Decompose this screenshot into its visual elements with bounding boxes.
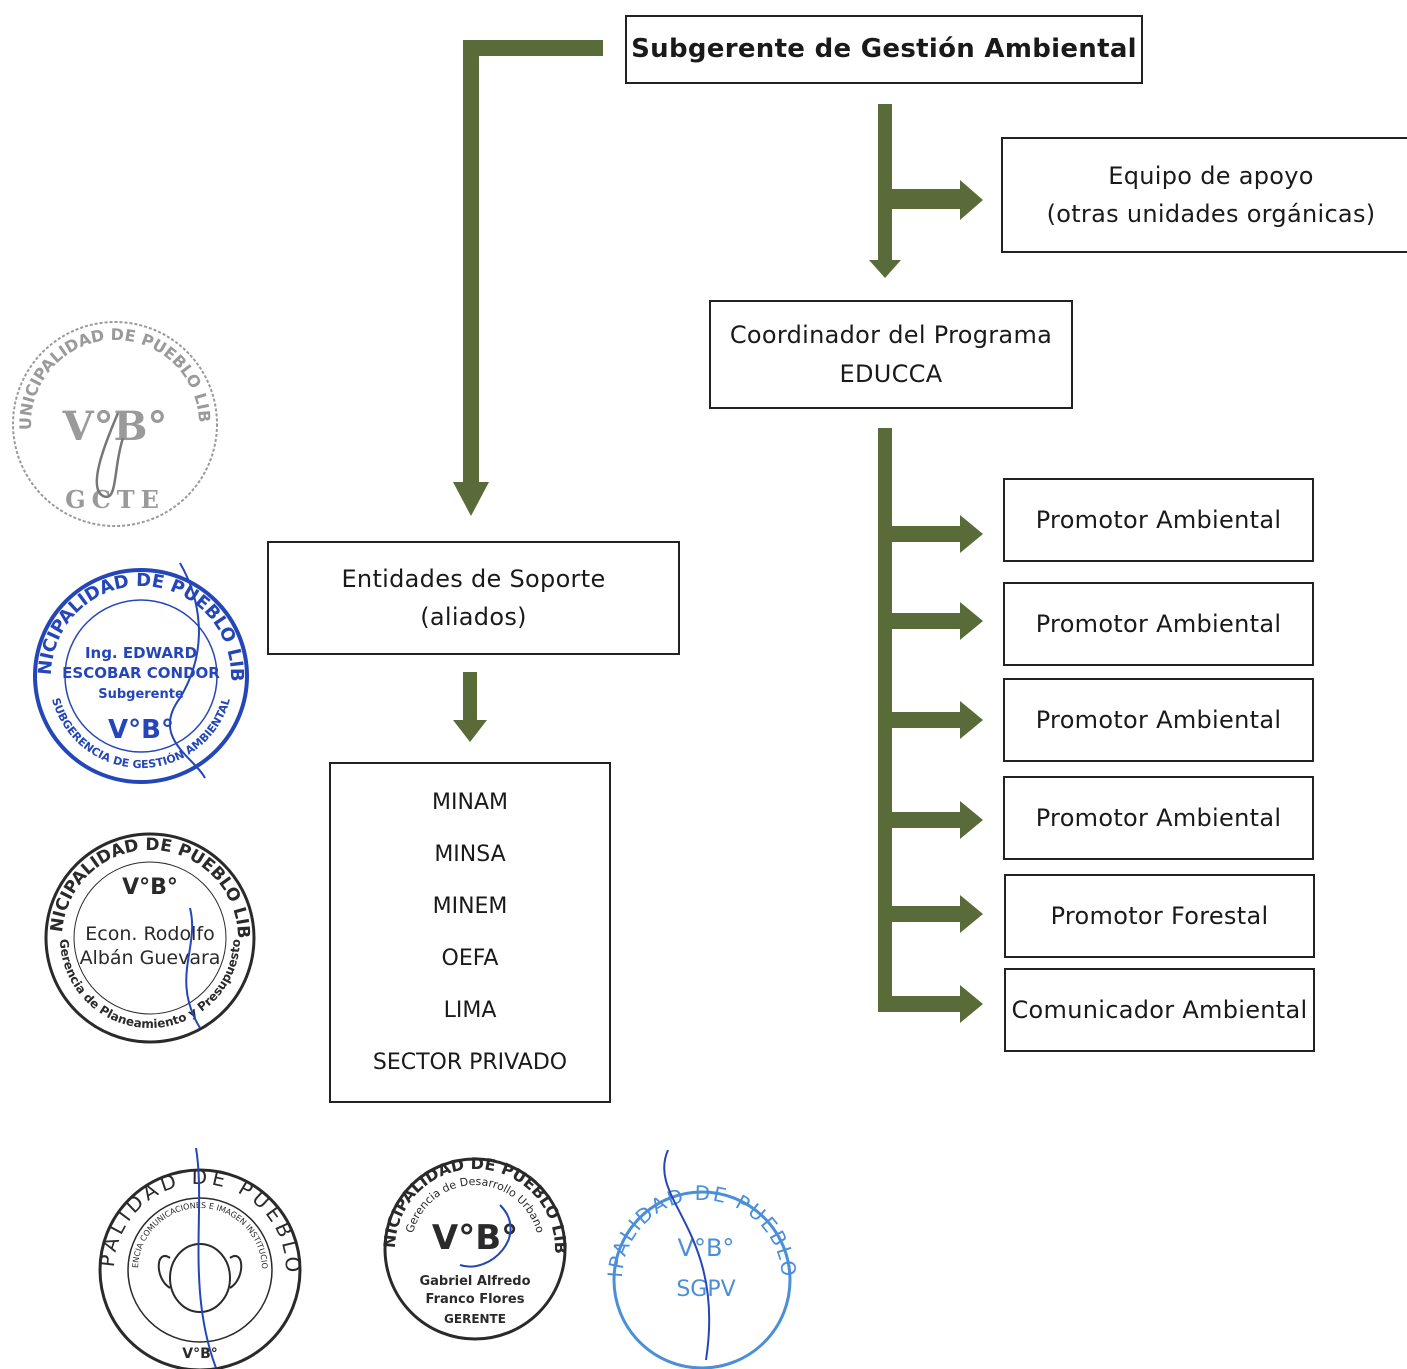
staff-node: Promotor Forestal [1004,874,1315,958]
staff-label: Promotor Ambiental [1035,609,1282,638]
support-entities-subtitle: (aliados) [420,603,527,631]
support-team-subtitle: (otras unidades orgánicas) [1046,200,1376,228]
svg-text:V°B°: V°B° [108,715,174,745]
svg-text:Econ. Rodolfo: Econ. Rodolfo [85,923,214,945]
staff-node: Promotor Ambiental [1003,678,1314,762]
approval-stamp-gcte: MUNICIPALIDAD DE PUEBLO LIBRE V°B° GCTE [8,318,218,527]
arrow-down-to-allies [453,720,487,742]
svg-text:Franco Flores: Franco Flores [426,1292,525,1307]
support-entities-node: Entidades de Soporte (aliados) [267,541,680,655]
staff-label: Promotor Forestal [1050,901,1269,930]
staff-label: Promotor Ambiental [1035,803,1282,832]
approval-stamp-gerencia-comunicaciones: MUNICIPALIDAD DE PUEBLO LIBRE GERENCIA C… [96,1148,304,1369]
ally-item: LIMA [443,998,497,1024]
support-team-node: Equipo de apoyo (otras unidades orgánica… [1001,137,1407,253]
svg-text:Subgerente: Subgerente [98,687,184,702]
staff-node: Promotor Ambiental [1003,776,1314,860]
svg-text:MUNICIPALIDAD DE PUEBLO LIBRE: MUNICIPALIDAD DE PUEBLO LIBRE [96,1148,304,1277]
arrow-down-to-coordinator [869,260,901,278]
svg-text:ESCOBAR CONDOR: ESCOBAR CONDOR [62,664,220,682]
allies-list: MINAM MINSA MINEM OEFA LIMA SECTOR PRIVA… [329,762,611,1103]
svg-text:Albán Guevara: Albán Guevara [80,947,221,969]
approval-stamp-gerencia-planeamiento: MUNICIPALIDAD DE PUEBLO LIBRE Gerencia d… [40,828,256,1044]
support-team-title: Equipo de apoyo [1108,161,1314,190]
ally-item: SECTOR PRIVADO [372,1050,568,1076]
support-entities-title: Entidades de Soporte [341,564,606,593]
ally-item: OEFA [441,946,499,972]
svg-text:V°B°: V°B° [122,875,178,900]
connector-head-to-coordinator [878,104,892,262]
svg-text:V°B°: V°B° [182,1346,218,1362]
staff-label: Comunicador Ambiental [1011,995,1308,1024]
staff-node: Comunicador Ambiental [1004,968,1315,1052]
ally-item: MINAM [432,789,508,815]
staff-node: Promotor Ambiental [1003,582,1314,666]
svg-text:Gabriel Alfredo: Gabriel Alfredo [419,1274,530,1289]
svg-text:GCTE: GCTE [65,485,165,514]
connector-branch-support-team [890,189,962,209]
coordinator-node: Coordinador del Programa EDUCCA [709,300,1073,409]
connector-head-horizontal [463,40,603,56]
approval-stamp-gerencia-desarrollo-urbano: MUNICIPALIDAD DE PUEBLO LIBRE Gerencia d… [380,1155,570,1341]
svg-text:V°B°: V°B° [678,1234,735,1262]
arrow-down-to-support-entities [453,482,489,516]
svg-text:GERENTE: GERENTE [444,1312,506,1326]
svg-text:Ing. EDWARD: Ing. EDWARD [85,644,197,662]
connector-head-to-allies-vertical [463,40,479,485]
approval-stamp-subgerencia-gestion-ambiental: MUNICIPALIDAD DE PUEBLO LIBRE SUBGERENCI… [30,558,249,784]
approval-stamp-sgpv: MUNICIPALIDAD DE PUEBLO LIBRE V°B° SGPV [606,1140,798,1369]
ally-item: MINEM [432,893,508,919]
staff-label: Promotor Ambiental [1035,505,1282,534]
connector-support-entities-to-allies [463,672,477,724]
head-node-label: Subgerente de Gestión Ambiental [631,33,1137,64]
staff-node: Promotor Ambiental [1003,478,1314,562]
arrow-right-to-support-team [960,180,983,220]
staff-label: Promotor Ambiental [1035,705,1282,734]
coordinator-title: Coordinador del Programa [729,321,1053,350]
svg-text:V°B°: V°B° [432,1218,518,1258]
ally-item: MINSA [434,841,506,867]
connector-coordinator-spine [878,428,892,1012]
staff-branches [878,515,983,1023]
coordinator-subtitle: EDUCCA [839,359,943,388]
head-node: Subgerente de Gestión Ambiental [625,15,1143,84]
svg-text:V°B°: V°B° [62,403,168,450]
